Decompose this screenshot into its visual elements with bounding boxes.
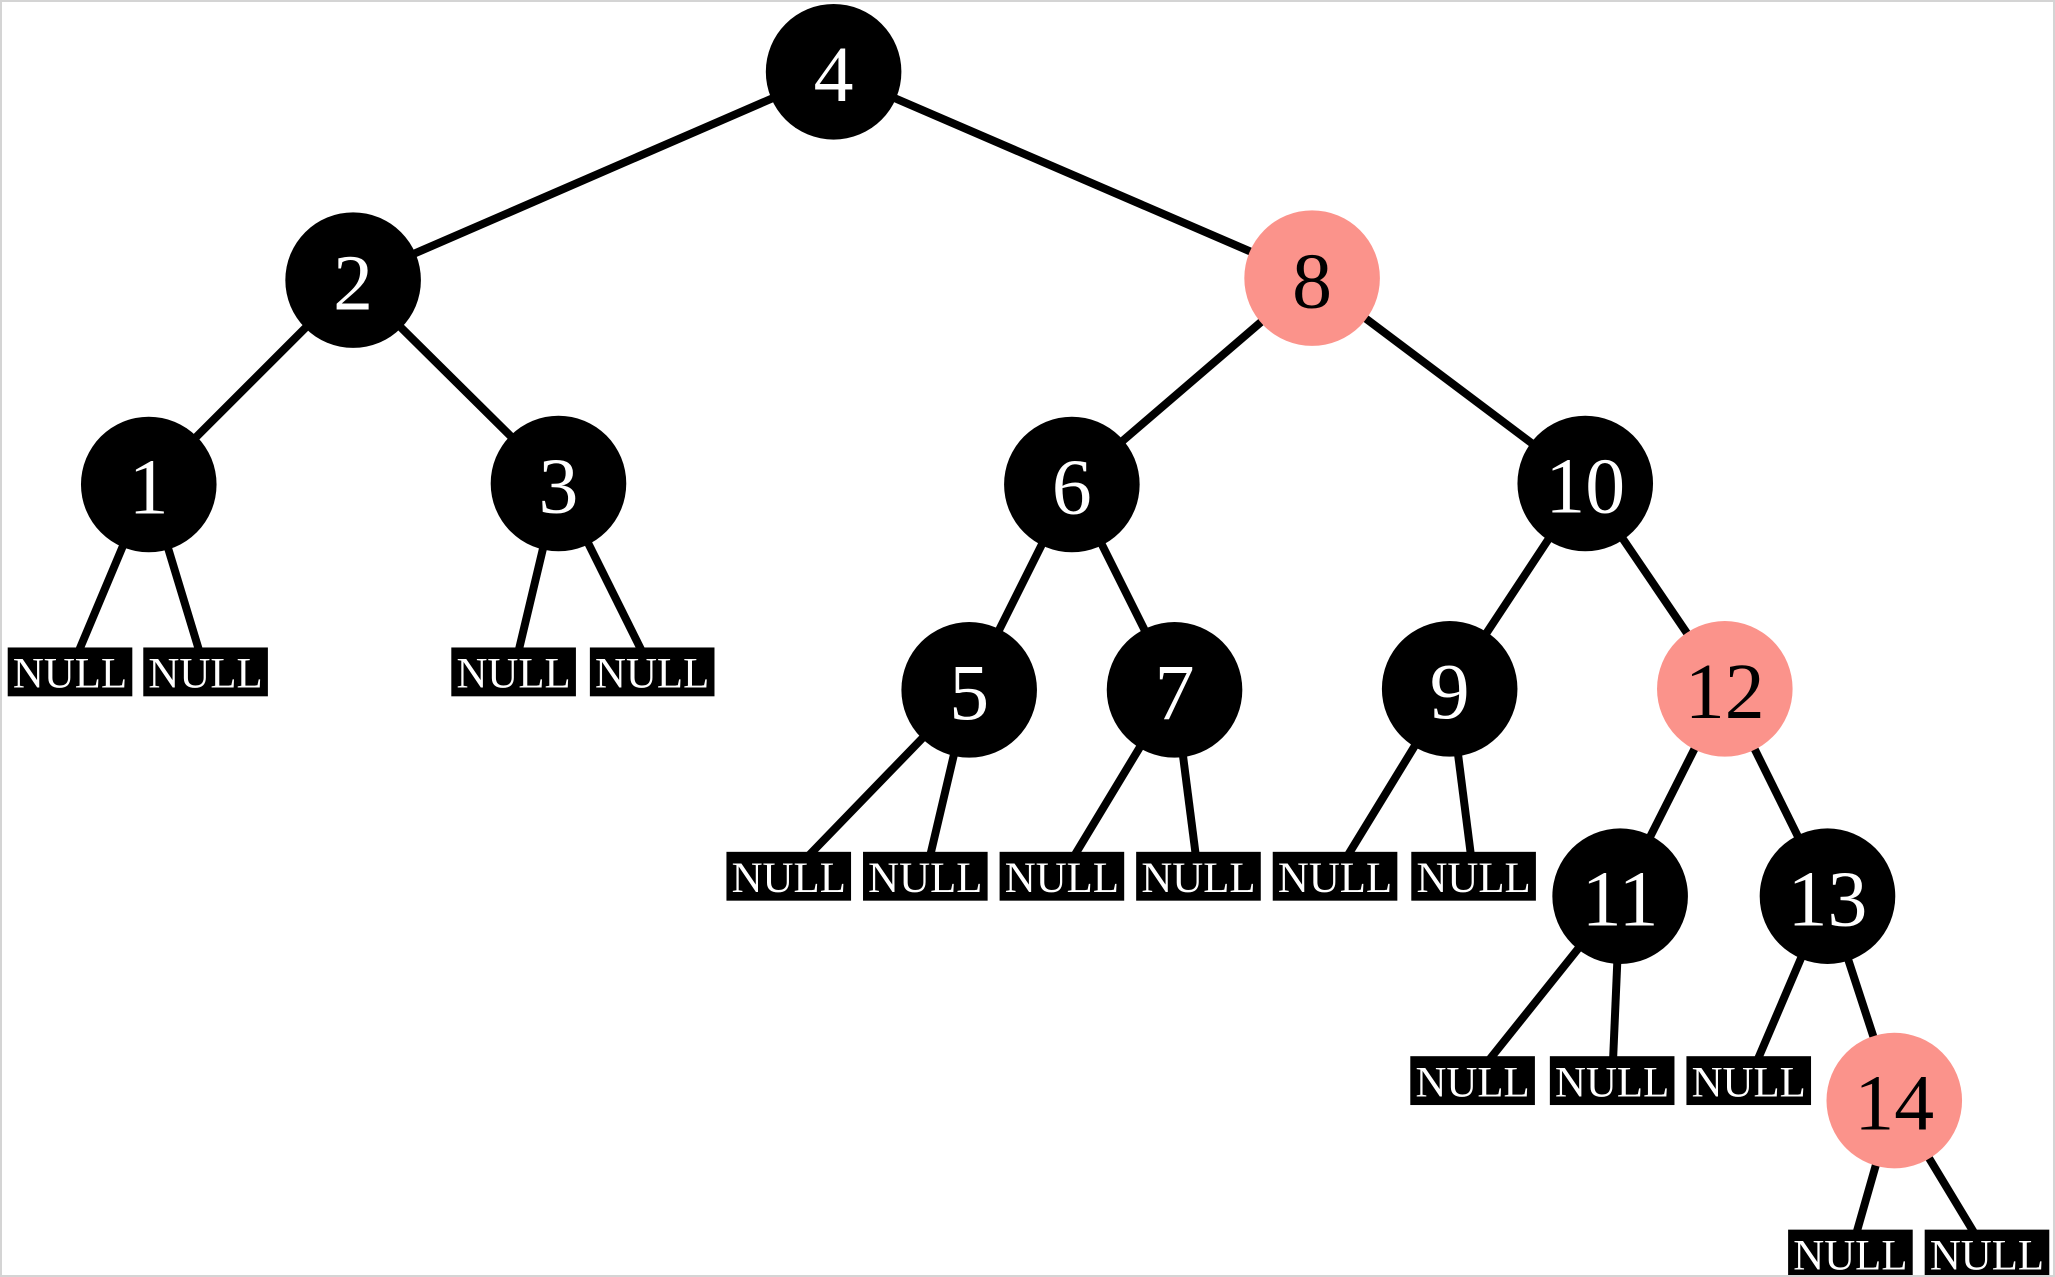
- tree-node-1: [80, 416, 217, 553]
- tree-node-4: [765, 3, 902, 140]
- null-box-label: NULL: [456, 651, 570, 698]
- tree-node-10: [1517, 415, 1654, 552]
- edge-n4-n2: [351, 68, 836, 284]
- null-box-label: NULL: [732, 855, 846, 902]
- null-box-u3L: [451, 647, 576, 697]
- null-box-u9L: [1272, 851, 1398, 901]
- null-box-label: NULL: [1415, 1059, 1529, 1106]
- null-box-label: NULL: [13, 651, 127, 698]
- tree-node-label-11: 11: [1582, 855, 1659, 943]
- null-box-label: NULL: [1005, 855, 1119, 902]
- tree-node-label-2: 2: [333, 239, 373, 327]
- tree-node-5: [901, 622, 1037, 758]
- tree-node-8: [1244, 210, 1380, 346]
- null-box-u11R: [1549, 1056, 1675, 1106]
- tree-node-label-10: 10: [1545, 443, 1625, 531]
- edge-n4-n8: [832, 68, 1314, 282]
- null-box-label: NULL: [1278, 855, 1392, 902]
- tree-node-11: [1552, 828, 1688, 964]
- tree-node-13: [1759, 828, 1896, 964]
- null-box-u7L: [999, 851, 1125, 901]
- tree-node-label-6: 6: [1052, 444, 1092, 532]
- tree-node-label-8: 8: [1292, 237, 1332, 325]
- null-box-u14L: [1788, 1229, 1913, 1275]
- tree-node-2: [285, 212, 421, 348]
- tree-node-12: [1657, 621, 1793, 757]
- tree-node-6: [1004, 416, 1140, 553]
- null-box-label: NULL: [1555, 1059, 1669, 1106]
- null-box-label: NULL: [1930, 1233, 2044, 1275]
- tree-node-9: [1381, 621, 1518, 757]
- tree-node-label-7: 7: [1155, 649, 1195, 737]
- null-box-label: NULL: [1692, 1059, 1806, 1106]
- tree-node-label-13: 13: [1788, 855, 1868, 943]
- tree-node-label-9: 9: [1430, 648, 1470, 736]
- null-box-label: NULL: [868, 855, 982, 902]
- null-box-u5L: [726, 851, 852, 901]
- tree-node-label-12: 12: [1685, 648, 1765, 736]
- tree-node-7: [1106, 622, 1243, 758]
- null-box-u1R: [143, 647, 268, 697]
- null-box-u1L: [7, 647, 133, 697]
- null-boxes-layer: NULL NULL NULL NULL NULL NULL NULL NULL NULL NULL…: [7, 647, 2050, 1275]
- null-box-u11L: [1410, 1056, 1535, 1106]
- tree-node-label-3: 3: [539, 443, 579, 531]
- null-box-u9R: [1411, 851, 1536, 901]
- null-box-u14R: [1924, 1229, 2050, 1275]
- null-box-label: NULL: [1141, 855, 1255, 902]
- null-box-u5R: [863, 851, 988, 901]
- null-box-u3R: [589, 647, 715, 697]
- tree-node-label-4: 4: [814, 31, 854, 119]
- tree-node-label-1: 1: [129, 444, 169, 532]
- null-box-label: NULL: [1793, 1233, 1907, 1275]
- tree-node-label-14: 14: [1854, 1060, 1934, 1148]
- null-box-label: NULL: [1416, 855, 1530, 902]
- null-box-u7R: [1136, 851, 1261, 901]
- tree-node-label-5: 5: [949, 649, 989, 737]
- null-box-label: NULL: [595, 651, 709, 698]
- tree-node-3: [490, 415, 627, 552]
- null-box-u13L: [1686, 1056, 1812, 1106]
- tree-node-14: [1826, 1032, 1963, 1169]
- null-box-label: NULL: [148, 651, 262, 698]
